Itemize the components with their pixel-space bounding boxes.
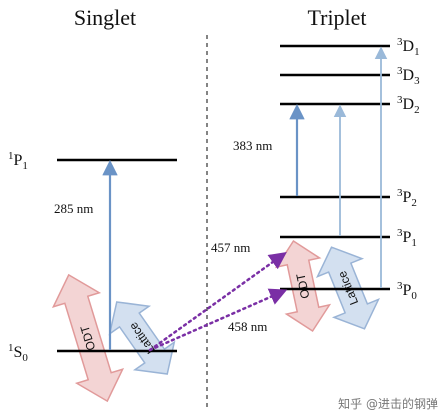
triplet-title: Triplet — [307, 5, 366, 30]
label-458nm: 458 nm — [228, 319, 267, 334]
odt-beam-triplet: ODT — [274, 239, 332, 333]
odt-beam-singlet: ODT — [51, 273, 125, 403]
label-3d3: 3D3 — [397, 65, 420, 87]
arrow-457nm — [148, 251, 287, 352]
watermark: 知乎 @进击的钢弹 — [338, 396, 438, 411]
label-3p1: 3P1 — [397, 227, 417, 249]
label-383nm: 383 nm — [233, 138, 272, 153]
label-1p1: 1P1 — [8, 150, 28, 172]
odt-label-triplet: ODT — [293, 272, 312, 300]
label-3d2: 3D2 — [397, 94, 420, 116]
label-3p0: 3P0 — [397, 280, 417, 302]
label-3p2: 3P2 — [397, 187, 417, 209]
label-3d1: 3D1 — [397, 36, 420, 58]
label-285nm: 285 nm — [54, 201, 93, 216]
arrow-458nm — [148, 288, 288, 352]
label-1s0: 1S0 — [8, 342, 28, 364]
singlet-title: Singlet — [74, 5, 136, 30]
label-457nm: 457 nm — [211, 240, 250, 255]
